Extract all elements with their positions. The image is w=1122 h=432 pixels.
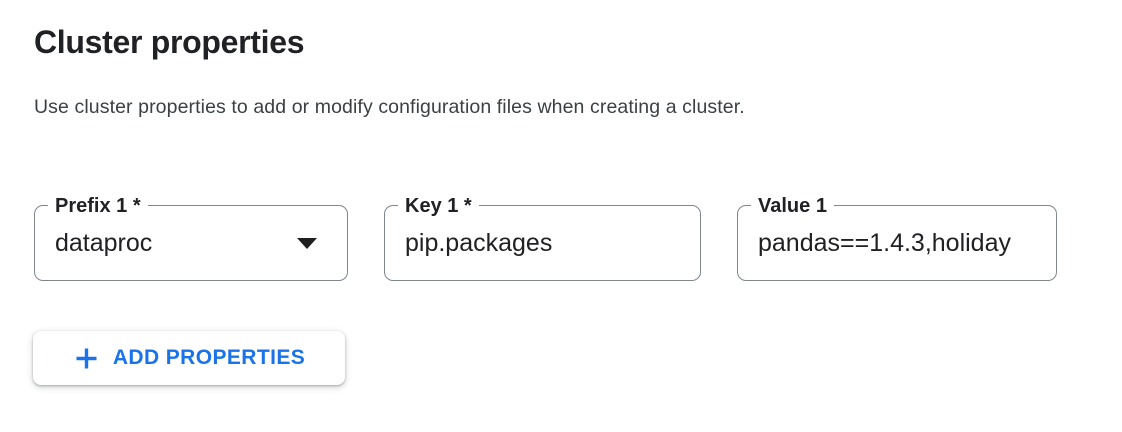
prefix-selected-value: dataproc [55,228,153,257]
value-input[interactable] [738,206,1056,280]
page-description: Use cluster properties to add or modify … [34,96,745,118]
add-properties-button[interactable]: ADD PROPERTIES [33,331,345,385]
prefix-select[interactable]: Prefix 1 * dataproc [34,194,348,281]
page-title: Cluster properties [34,24,305,60]
key-label: Key 1 * [398,194,479,218]
key-field: Key 1 * [384,194,701,281]
value-label: Value 1 [751,194,834,218]
dropdown-arrow-icon [297,238,317,249]
add-properties-label: ADD PROPERTIES [112,346,306,369]
property-row-1: Prefix 1 * dataproc Key 1 * Value 1 [34,194,1057,281]
plus-icon [76,348,97,368]
key-input[interactable] [385,206,700,280]
value-field: Value 1 [737,194,1057,281]
prefix-label: Prefix 1 * [48,194,148,218]
